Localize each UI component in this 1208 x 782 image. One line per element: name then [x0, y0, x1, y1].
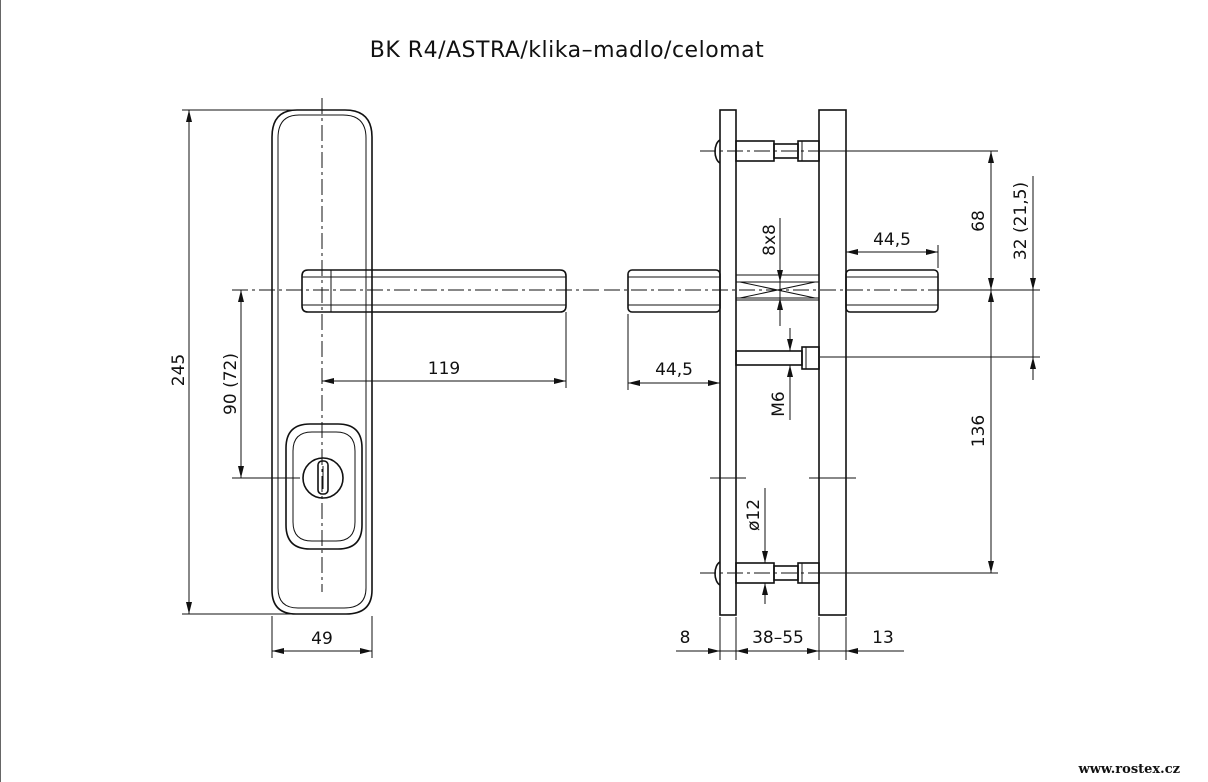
dim-49-label: 49: [311, 629, 333, 649]
side-outer-plate: [719, 109, 737, 616]
dim-245-arrow-top: [186, 110, 192, 122]
dim-32-arrow-top: [1030, 278, 1036, 290]
m6-bolt-shank: [735, 350, 803, 366]
dim-245-arrow-bottom: [186, 602, 192, 614]
dim-119-arrow-left: [322, 378, 334, 384]
dim-m6-arrow-bottom: [787, 365, 793, 377]
front-lever-handle: [301, 269, 567, 313]
front-plate-outline: [271, 109, 373, 615]
dim-136-label: 136: [969, 415, 989, 447]
front-keyhole-slot: [317, 460, 329, 495]
side-view: 68 136 32 (21,5) 44,5 44,5 8x8: [604, 109, 1040, 660]
front-key-escutcheon-inner: [292, 431, 356, 542]
dim-38-55-label: 38–55: [752, 628, 804, 648]
m6-bolt-head: [801, 346, 820, 370]
front-view: 245 90 (72) 119 49: [169, 98, 600, 658]
dim-44-5-right-arrow-right: [926, 249, 938, 255]
dim-m6-label: M6: [769, 391, 789, 416]
dim-8-label: 8: [680, 628, 691, 648]
dim-44-5-left-arrow-left: [628, 380, 640, 386]
side-left-spindle: [627, 269, 721, 313]
dim-13-label: 13: [872, 628, 894, 648]
dim-44-5-right-arrow-left: [846, 249, 858, 255]
dim-44-5-right-label: 44,5: [873, 230, 911, 250]
side-inner-plate: [818, 109, 847, 616]
watermark: www.rostex.cz: [1078, 762, 1180, 777]
dim-44-5-left-arrow-right: [708, 380, 720, 386]
dim-49-arrow-left: [272, 648, 284, 654]
dim-49-arrow-right: [360, 648, 372, 654]
dim-8x8-arrow-top: [777, 270, 783, 282]
dim-44-5-left-label: 44,5: [655, 360, 693, 380]
front-key-escutcheon: [285, 423, 363, 550]
drawing-title: BK R4/ASTRA/klika–madlo/celomat: [370, 38, 764, 63]
dim-32-label: 32 (21,5): [1011, 182, 1031, 260]
dim-68-arrow-bottom: [988, 278, 994, 290]
front-plate-inner-edge: [277, 114, 367, 609]
dim-38-arrow-right: [807, 648, 819, 654]
dim-d12-arrow-top: [762, 551, 768, 563]
side-right-spindle: [845, 269, 939, 313]
dim-32-arrow-bottom: [1030, 357, 1036, 369]
dim-119-arrow-right: [554, 378, 566, 384]
dim-d12-arrow-bottom: [762, 583, 768, 595]
dim-90-arrow-bottom: [238, 466, 244, 478]
dim-d12-label: ø12: [744, 499, 764, 531]
dim-13-arrow-right: [846, 648, 858, 654]
dim-90-arrow-top: [238, 290, 244, 302]
dim-8x8-label: 8x8: [760, 224, 780, 256]
dim-8-arrow-right: [736, 648, 748, 654]
dim-m6-arrow-top: [787, 339, 793, 351]
dim-8-arrow-left: [708, 648, 720, 654]
dim-68-arrow-top: [988, 151, 994, 163]
dim-136-arrow-bottom: [988, 561, 994, 573]
dim-119-label: 119: [428, 359, 460, 379]
front-key-cylinder: [302, 457, 344, 499]
dim-245-label: 245: [169, 354, 189, 386]
dim-8x8-arrow-bottom: [777, 298, 783, 310]
dim-136-arrow-top: [988, 290, 994, 302]
dim-68-label: 68: [969, 210, 989, 232]
dim-90-label: 90 (72): [221, 353, 241, 415]
